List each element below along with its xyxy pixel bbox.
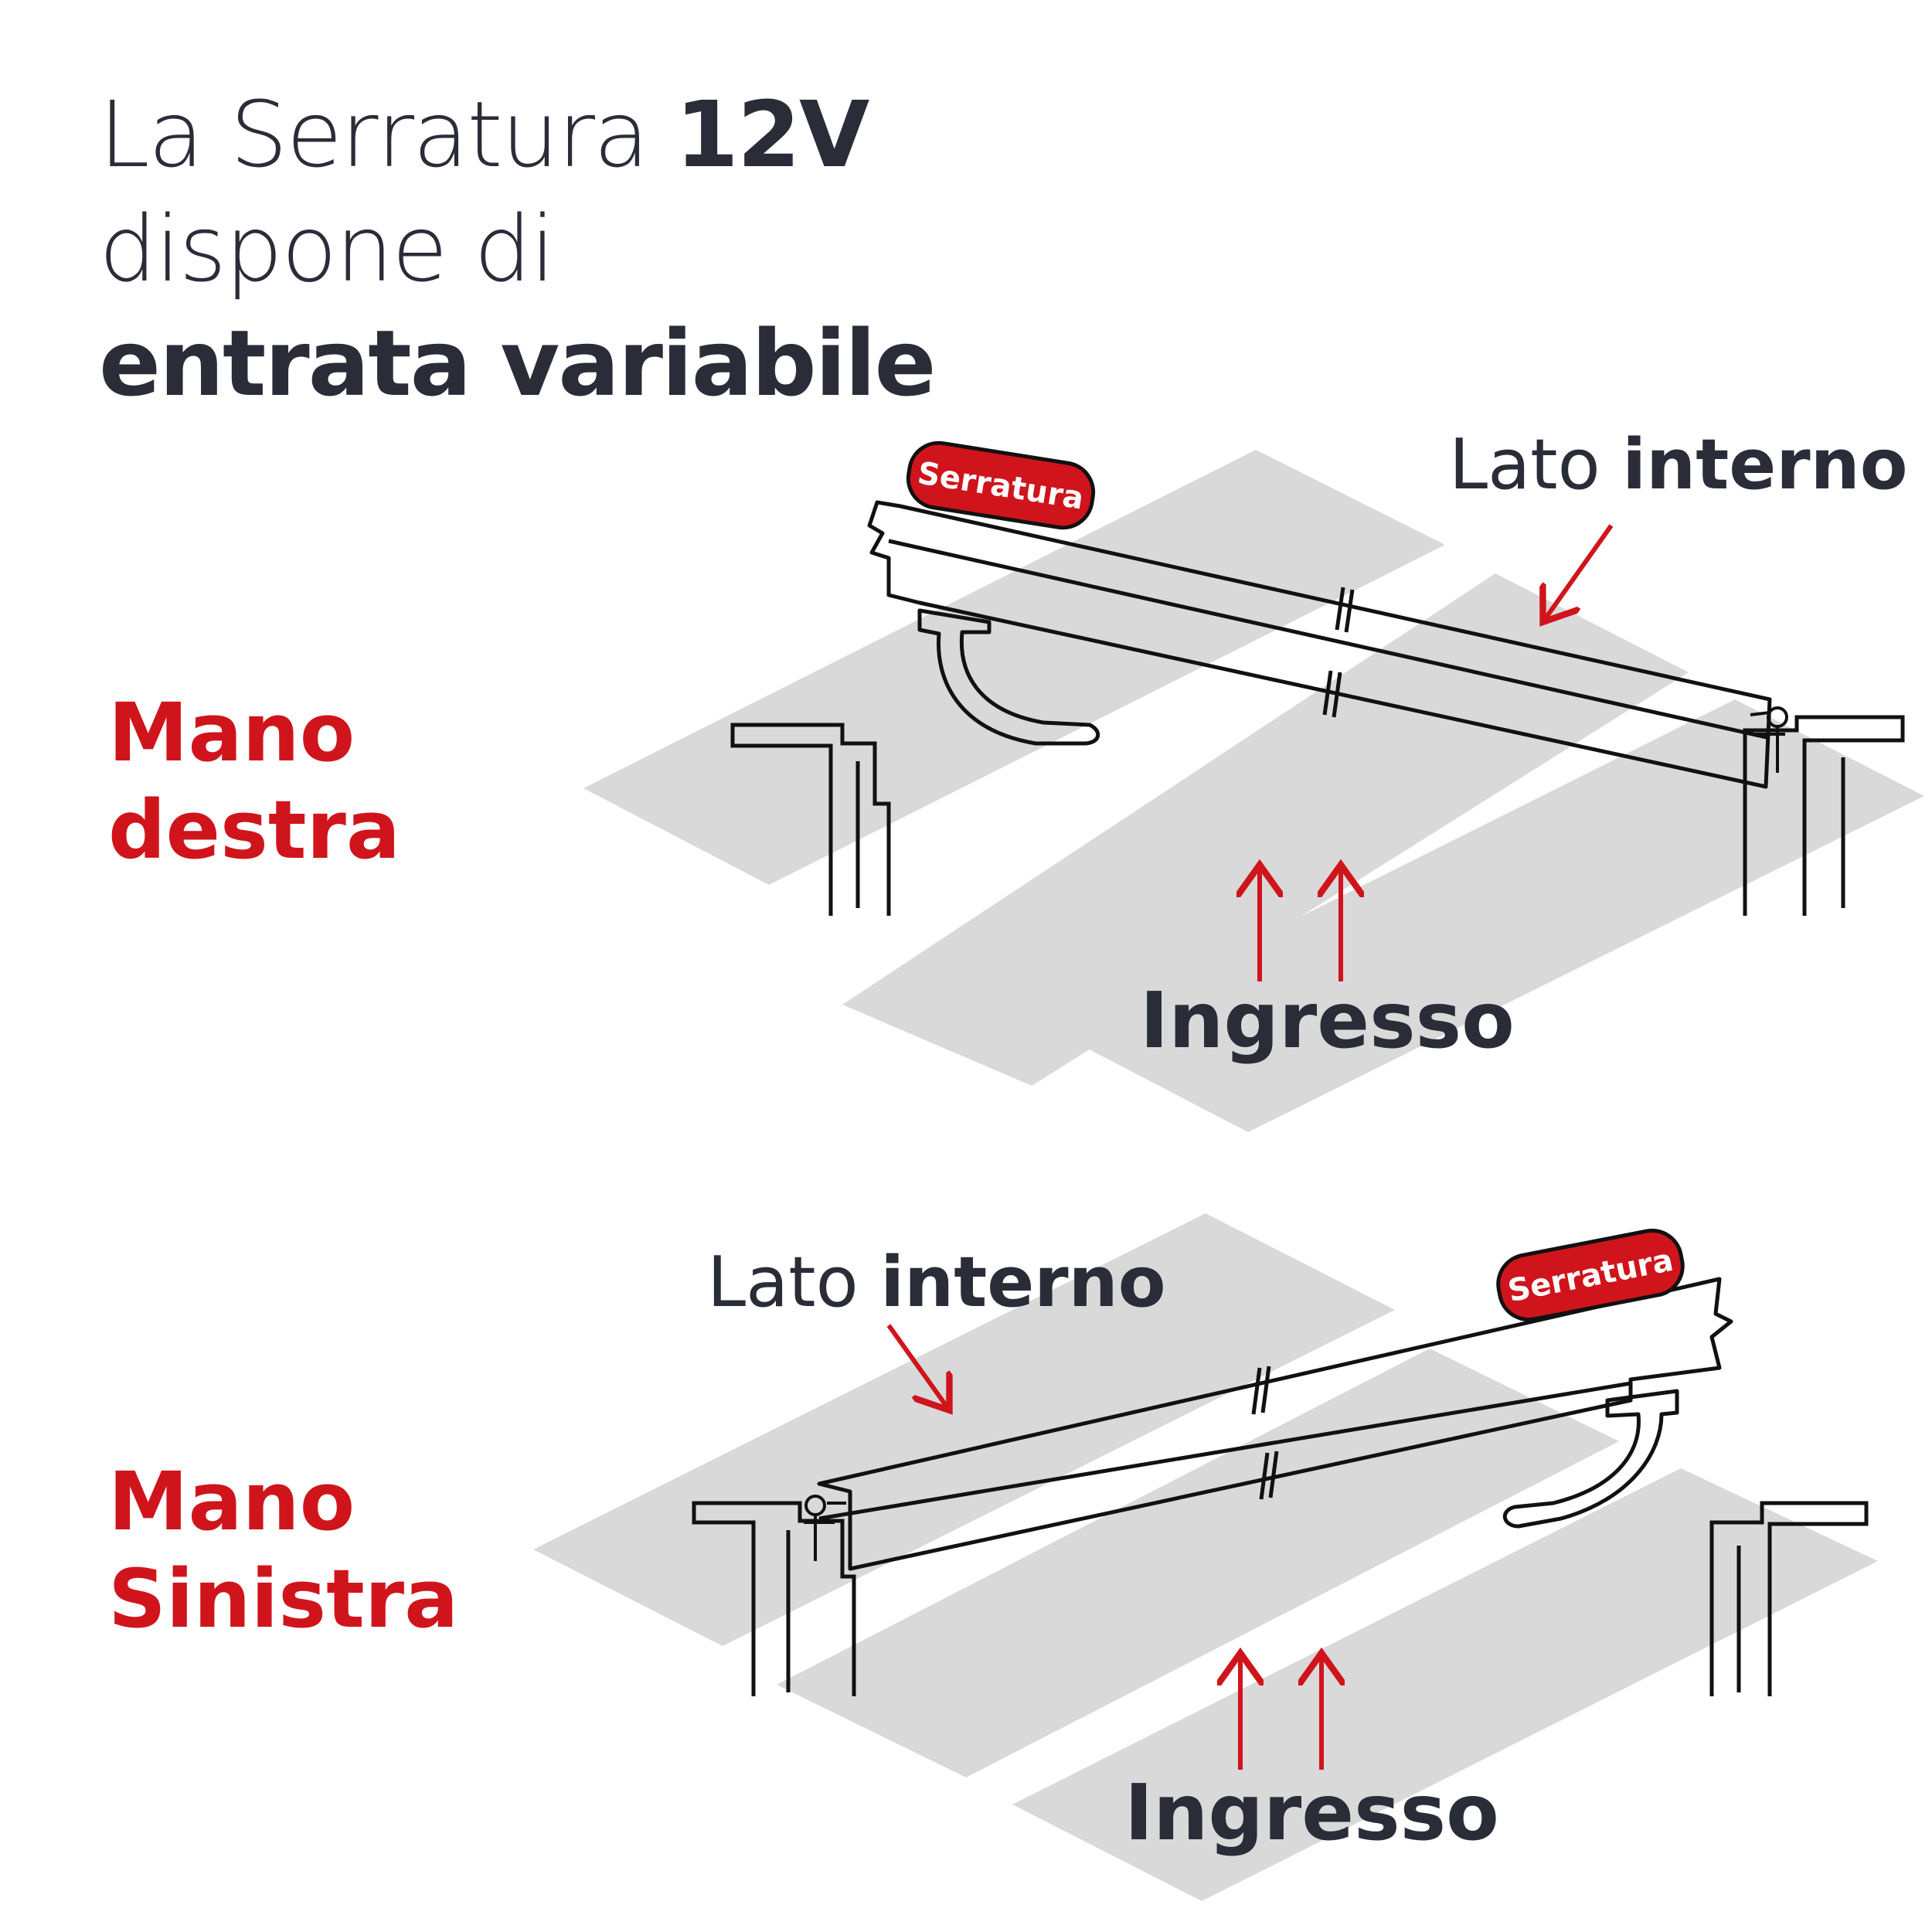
hand-label-right-line-1: Mano: [108, 685, 355, 780]
hand-label-left: Mano Sinistra: [108, 1453, 458, 1648]
door-handle: [917, 608, 1100, 746]
title-line-3-bold: entrata variabile: [99, 310, 937, 417]
floor-plate: [1063, 699, 1924, 1132]
inside-side-label-light: Lato: [707, 1242, 880, 1323]
hand-label-left-line-1: Mano: [108, 1454, 355, 1549]
door-leaf: [867, 500, 1772, 789]
hinge-icon: [804, 1495, 846, 1561]
floor-plate: [777, 1349, 1619, 1777]
floor-plates: [533, 1213, 1878, 1901]
title-line-1: La Serratura 12V: [99, 77, 935, 192]
wall-jamb-left: [692, 1501, 856, 1696]
door-leaf: [817, 1277, 1733, 1571]
hand-label-right: Mano destra: [108, 684, 400, 879]
wall-jamb-right: [1743, 715, 1905, 916]
title-line-2: dispone di: [99, 196, 556, 302]
hand-label-right-line-2: destra: [108, 783, 401, 877]
inside-side-arrow: [886, 1324, 947, 1406]
lock-badge: Serratura: [906, 440, 1096, 530]
inside-side-label-light: Lato: [1449, 424, 1622, 505]
floor-plates: [583, 450, 1924, 1132]
hinge-icon: [1750, 706, 1788, 773]
wall-jamb-right: [1709, 1501, 1869, 1696]
floor-plate: [533, 1213, 1395, 1646]
inside-side-label-bold: interno: [1622, 424, 1907, 505]
hand-label-left-line-2: Sinistra: [108, 1552, 459, 1646]
entry-label: Ingresso: [1140, 975, 1515, 1066]
page-title: La Serratura 12V dispone di entrata vari…: [99, 77, 937, 420]
inside-side-label: Lato interno: [1449, 424, 1908, 505]
diagram-right-hand: Serratura Lato interno Ingresso: [583, 424, 1924, 1132]
diagram-left-hand: Serratura Lato interno Ingresso: [533, 1213, 1878, 1901]
floor-plate: [1012, 1468, 1878, 1901]
title-line-3: entrata variabile: [99, 306, 937, 420]
floor-plate: [583, 450, 1445, 885]
title-line-1-bold: 12V: [675, 81, 870, 188]
inside-side-label-bold: interno: [880, 1242, 1165, 1323]
floor-plate: [842, 573, 1689, 1086]
entry-label: Ingresso: [1124, 1767, 1499, 1858]
wall-jamb-left: [730, 723, 891, 916]
lock-badge: Serratura: [1496, 1228, 1685, 1322]
inside-side-label: Lato interno: [707, 1242, 1166, 1323]
door-handle: [1503, 1389, 1679, 1529]
title-line-1-light: La Serratura: [99, 81, 675, 188]
inside-side-arrow: [1546, 524, 1614, 618]
